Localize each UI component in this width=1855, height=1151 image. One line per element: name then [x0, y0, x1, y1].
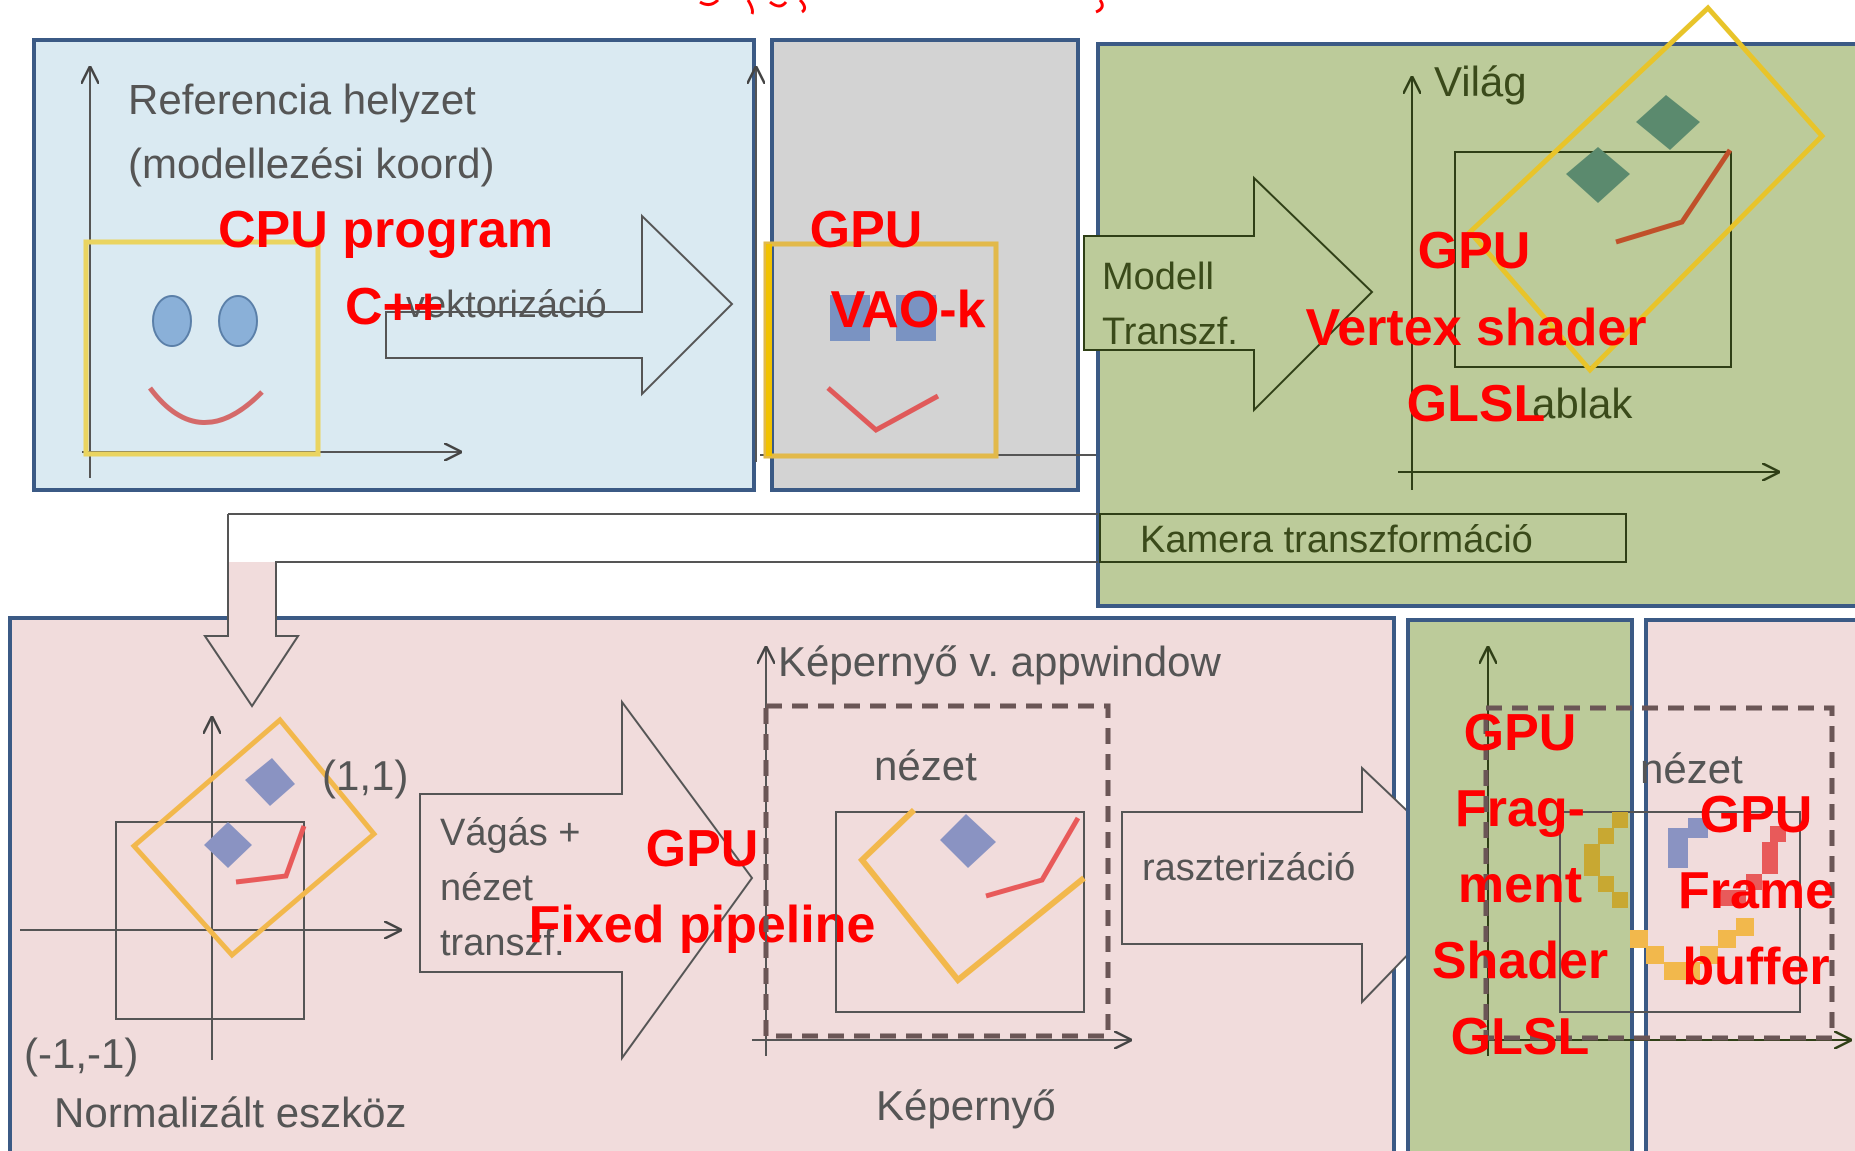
- vectorization-label: vektorizáció: [406, 284, 607, 326]
- framebuffer-label-2: buffer: [1682, 938, 1829, 996]
- fragment-label-2: ment: [1458, 856, 1582, 914]
- framebuffer-viewport-label: nézet: [1640, 745, 1743, 792]
- fixed-gpu-label: GPU: [646, 820, 759, 878]
- panel-ndc: (1,1) (-1,-1) Normalizált eszköz Vágás +…: [8, 513, 1396, 1151]
- screen-mouth-lines: [985, 816, 1081, 899]
- vao-gpu-label: GPU: [810, 201, 923, 259]
- ndc-rotated-window: [130, 716, 378, 959]
- vertex-gpu-label: GPU: [1418, 222, 1531, 280]
- model-transform-label-1: Modell: [1102, 256, 1214, 298]
- screen-viewport: [835, 811, 1085, 1013]
- clip-label-1: Vágás +: [440, 812, 581, 854]
- rasterization-label: raszterizáció: [1142, 847, 1355, 889]
- panel-modelling: Referencia helyzet (modellezési koord) v…: [32, 38, 756, 492]
- vectorization-arrow: [385, 213, 734, 397]
- panel-modelling-bg: [32, 38, 756, 492]
- camera-transform-box: [1099, 513, 1627, 563]
- fragment-label-1: Frag-: [1455, 780, 1585, 838]
- panel-vao-bg: [770, 38, 1080, 492]
- ndc-mouth-lines: [235, 825, 307, 885]
- cpu-program-label: CPU program: [218, 201, 553, 259]
- camera-arrowhead: [203, 562, 300, 708]
- framebuffer-gpu-label: GPU: [1700, 786, 1813, 844]
- ndc-square-2: [204, 822, 252, 868]
- smile-mouth: [147, 386, 264, 425]
- vertex-shader-label: Vertex shader: [1305, 299, 1646, 357]
- raster-overlay: nézet GPU Frag- ment: [1432, 648, 1850, 1066]
- clip-label-3: transzf.: [440, 922, 565, 964]
- raster-viewport: [1559, 811, 1801, 1013]
- screen-viewport-label: nézet: [874, 742, 977, 789]
- screen-dashed-frame: [763, 703, 1111, 1039]
- vertex-glsl-label: GLSL: [1407, 375, 1546, 433]
- cpp-label: C++: [345, 278, 443, 336]
- ndc-caption: Normalizált eszköz: [54, 1089, 406, 1136]
- cutoff-heading-fragment: [699, 0, 1104, 15]
- world-square-2: [1566, 147, 1630, 203]
- world-mouth-lines: [1615, 148, 1733, 245]
- model-transform-arrow: [1083, 175, 1374, 413]
- clip-viewport-arrow: [419, 698, 754, 1062]
- world-axis-label: Világ: [1434, 58, 1527, 105]
- ndc-square-1: [245, 758, 295, 806]
- screen-window-lines: [857, 807, 1086, 985]
- fragment-gpu-label: GPU: [1464, 704, 1577, 762]
- right-eye: [218, 295, 258, 347]
- world-window-label: ablak: [1532, 380, 1633, 427]
- model-window: [83, 239, 321, 457]
- vao-right-square: [896, 295, 936, 341]
- panel-world: Világ ablak Modell Transzf. Kamera trans…: [1083, 4, 1855, 608]
- fixed-pipeline-label: Fixed pipeline: [529, 896, 876, 954]
- rasterized-pixels: [1584, 812, 1786, 980]
- vao-mouth-lines: [826, 386, 940, 434]
- vao-window-edge: [766, 244, 772, 456]
- screen-area: Képernyő v. appwindow nézet Képernyő ras…: [752, 638, 1482, 1129]
- ndc-unit-square: [115, 821, 305, 1020]
- world-rotated-window: [1466, 4, 1826, 374]
- clip-label-2: nézet: [440, 867, 533, 909]
- camera-transform-label: Kamera transzformáció: [1140, 519, 1533, 561]
- model-title-line1: Referencia helyzet: [128, 76, 476, 123]
- world-square-1: [1636, 95, 1700, 150]
- vao-left-square: [830, 295, 870, 341]
- model-title-line2: (modellezési koord): [128, 140, 494, 187]
- fragment-shader-label: Shader: [1432, 932, 1608, 990]
- left-eye: [152, 295, 192, 347]
- ndc-corner-top: (1,1): [322, 752, 408, 799]
- ndc-corner-bottom: (-1,-1): [24, 1030, 138, 1077]
- model-transform-label-2: Transzf.: [1102, 311, 1238, 353]
- framebuffer-label-1: Frame: [1678, 862, 1834, 920]
- vao-label: VAO-k: [830, 281, 985, 339]
- screen-square: [940, 814, 996, 868]
- screen-axis-label: Képernyő v. appwindow: [778, 638, 1221, 685]
- panel-vao: GPU VAO-k: [756, 38, 1138, 492]
- screen-caption: Képernyő: [876, 1082, 1056, 1129]
- fragment-glsl-label: GLSL: [1451, 1008, 1590, 1066]
